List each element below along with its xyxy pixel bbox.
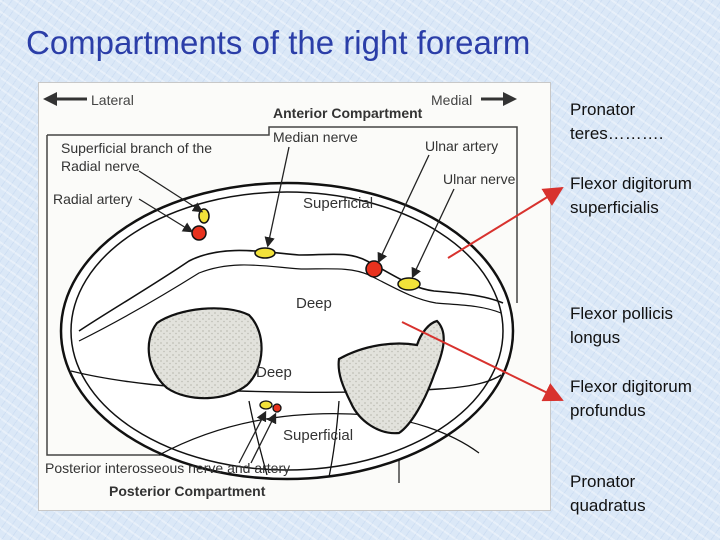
radial-artery-pointer: [138, 198, 194, 233]
lateral-label: Lateral: [91, 92, 134, 108]
muscle-pronator-teres: Pronator teres……….: [570, 100, 664, 143]
median-nerve-pointer: [264, 146, 290, 248]
muscle-pronator-quadratus: Pronator quadratus: [570, 472, 646, 515]
superficial-posterior-label: Superficial: [283, 427, 353, 444]
cross-section-diagram: Lateral Medial Anterior Compartment: [43, 92, 518, 499]
superficial-anterior-label: Superficial: [303, 195, 373, 212]
muscle-flexor-digitorum-profundus: Flexor digitorum profundus: [570, 377, 692, 420]
ulnar-nerve-label: Ulnar nerve: [443, 171, 516, 187]
ulnar-artery-label: Ulnar artery: [425, 138, 498, 154]
muscle-flexor-pollicis-longus: Flexor pollicis longus: [570, 304, 673, 347]
ulnar-nerve-pointer: [411, 188, 455, 279]
posterior-interosseous-artery-pointer: [250, 412, 277, 464]
forearm-cross-section-figure: Lateral Medial Anterior Compartment: [38, 82, 551, 511]
radial-artery-label: Radial artery: [53, 191, 132, 207]
medial-label: Medial: [431, 92, 472, 108]
anterior-compartment-frame: [47, 126, 518, 303]
median-nerve-label: Median nerve: [273, 129, 358, 145]
anterior-compartment-label: Anterior Compartment: [273, 105, 423, 121]
posterior-interosseous-nerve-pointer: [238, 410, 267, 464]
posterior-interosseous-label: Posterior interosseous nerve and artery: [45, 460, 290, 476]
radial-nerve-pointer: [138, 170, 204, 213]
medial-arrow: [481, 92, 517, 106]
posterior-compartment-label: Posterior Compartment: [109, 483, 266, 499]
ulnar-artery: [365, 260, 383, 278]
superficial-radial-nerve: [198, 208, 210, 224]
posterior-interosseous-nerve: [259, 400, 273, 410]
superficial-radial-branch-label-line1: Superficial branch of the: [61, 140, 212, 156]
ulnar-artery-pointer: [377, 154, 430, 264]
lateral-arrow: [43, 92, 87, 106]
deep-posterior-label: Deep: [256, 364, 292, 381]
deep-anterior-label: Deep: [296, 295, 332, 312]
muscle-flexor-digitorum-superficialis: Flexor digitorum superficialis: [570, 174, 692, 217]
posterior-interosseous-artery: [272, 403, 282, 413]
superficial-radial-branch-label-line2: Radial nerve: [61, 158, 140, 174]
radius-bone: [147, 307, 263, 400]
radial-artery: [191, 225, 207, 241]
slide-title: Compartments of the right forearm: [26, 24, 531, 61]
median-nerve: [254, 247, 276, 259]
superficial-deep-septum: [78, 249, 504, 332]
ulnar-nerve: [397, 277, 421, 291]
